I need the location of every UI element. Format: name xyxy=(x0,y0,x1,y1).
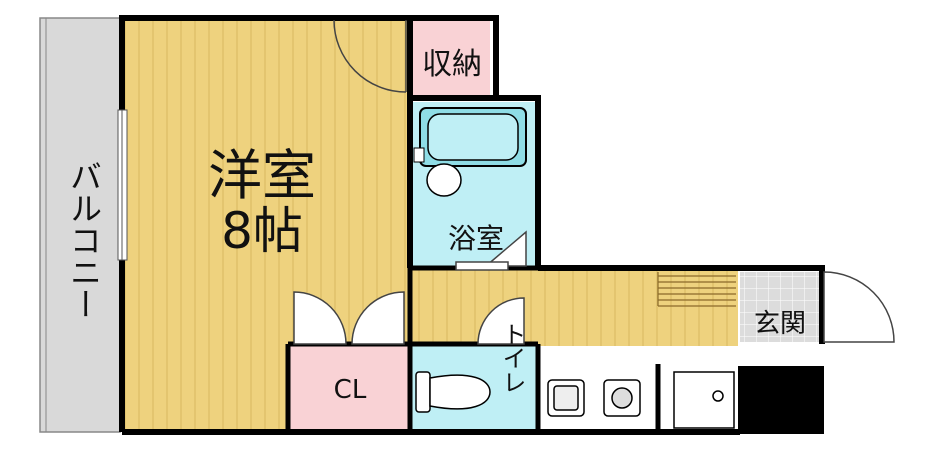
bathroom-label: 浴室 xyxy=(448,222,504,255)
balcony-label: バルコニー xyxy=(65,160,103,320)
bathtub-icon xyxy=(413,107,527,167)
toilet-door xyxy=(477,297,525,345)
bathroom-door xyxy=(455,230,527,271)
main-room-door xyxy=(333,19,407,93)
toilet-icon xyxy=(415,371,491,413)
hallway-floor xyxy=(412,270,738,346)
storage-label: 収納 xyxy=(422,47,482,82)
western-room-size: 8帖 xyxy=(221,202,303,260)
closet-doors xyxy=(293,291,405,345)
kitchen-sink-icon xyxy=(547,379,585,417)
washer-space-icon xyxy=(673,371,735,429)
toilet-label: トイレ xyxy=(498,322,526,394)
balcony-window xyxy=(117,109,128,261)
balcony xyxy=(39,17,121,433)
entrance-label: 玄関 xyxy=(754,309,806,339)
entrance-door xyxy=(823,271,895,343)
stove-icon xyxy=(603,379,641,417)
western-room-name: 洋室 xyxy=(208,144,316,207)
entrance-floor xyxy=(740,272,820,342)
closet-label: CL xyxy=(334,375,367,405)
basin-icon xyxy=(426,163,462,197)
step-lines xyxy=(657,272,736,307)
entry-wall-block xyxy=(738,366,824,434)
closet-floor xyxy=(290,346,410,432)
storage-floor xyxy=(412,20,490,98)
